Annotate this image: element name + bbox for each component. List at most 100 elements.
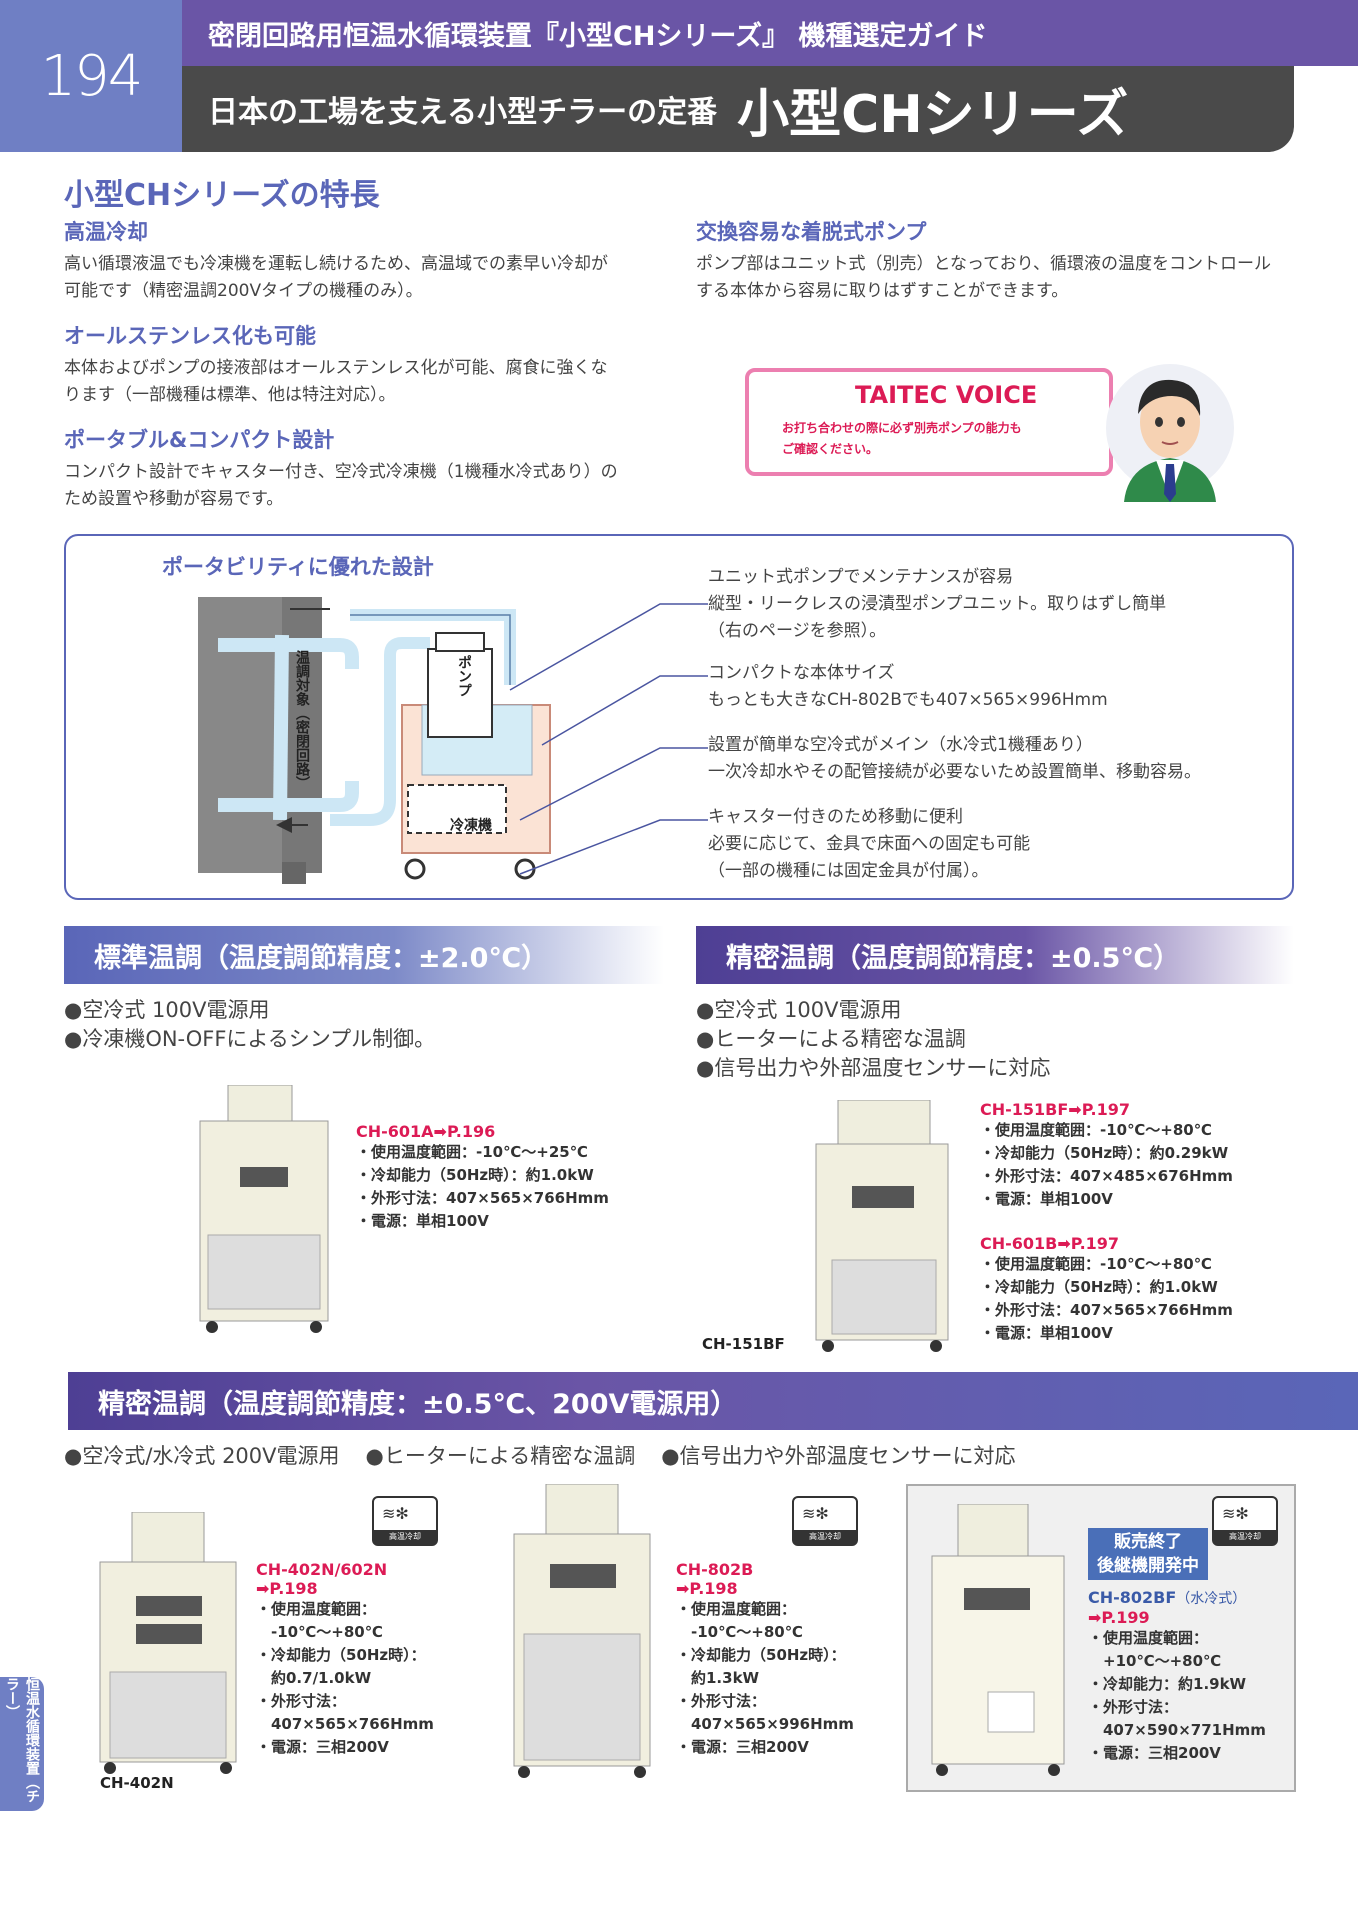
bullet: ●信号出力や外部温度センサーに対応 [696, 1056, 1051, 1080]
bullet: ●ヒーターによる精密な温調 [696, 1027, 966, 1051]
spec-list: ・使用温度範囲：-10℃〜+25℃ ・冷却能力（50Hz時）：約1.0kW ・外… [356, 1141, 609, 1233]
features-title: 小型CHシリーズの特長 [64, 178, 380, 213]
callout-line: ユニット式ポンプでメンテナンスが容易 [708, 567, 1014, 587]
ch-802bf-info: CH-802BF（水冷式） ➡P.199 ・使用温度範囲： +10℃〜+80℃ … [1088, 1588, 1266, 1765]
spec-line: 約0.7/1.0kW [256, 1669, 372, 1687]
feature-line: コンパクト設計でキャスター付き、空冷式冷凍機（1機種水冷式あり）の [64, 462, 618, 482]
spec-line: ・冷却能力（50Hz時）： [256, 1646, 426, 1664]
ch-151bf-caption: CH-151BF [702, 1335, 785, 1353]
callout-line: もっとも大きなCH-802Bでも407×565×996Hmm [708, 690, 1108, 710]
model-name-suffix: （水冷式） [1176, 1591, 1247, 1607]
spec-line: ・電源：三相200V [256, 1738, 389, 1756]
standard-title: 標準温調（温度調節精度：±2.0℃） [64, 926, 664, 984]
standard-bullets: ●空冷式 100V電源用 ●冷凍機ON-OFFによるシンプル制御。 [64, 996, 435, 1054]
pump-unit [427, 648, 493, 738]
spec-line: -10℃〜+80℃ [256, 1623, 383, 1641]
spec-line: 約1.3kW [676, 1669, 760, 1687]
high-temp-cooling-icon: ≋✻ 高温冷却 [1212, 1496, 1278, 1546]
spec-line: ・外形寸法：407×565×766Hmm [980, 1301, 1233, 1319]
model-page-ref: ➡P.198 [676, 1579, 738, 1598]
spec-line: ・外形寸法： [1088, 1698, 1179, 1716]
feature-text: ポンプ部はユニット式（別売）となっており、循環液の温度をコントロール する本体か… [696, 251, 1316, 305]
diagram-label-refrigerator: 冷凍機 [450, 818, 492, 834]
callout-line: コンパクトな本体サイズ [708, 663, 895, 683]
high-temp-cooling-icon: ≋✻ 高温冷却 [372, 1496, 438, 1546]
feature-heading: 交換容易な着脱式ポンプ [696, 220, 927, 244]
spec-line: ・冷却能力（50Hz時）： [676, 1646, 846, 1664]
header-main: 日本の工場を支える小型チラーの定番 小型CHシリーズ [182, 66, 1294, 152]
ch-601b-info: CH-601B➡P.197 ・使用温度範囲：-10℃〜+80℃ ・冷却能力（50… [980, 1234, 1233, 1345]
precision-bullets: ●空冷式 100V電源用 ●ヒーターによる精密な温調 ●信号出力や外部温度センサ… [696, 996, 1050, 1083]
feature-portable: ポータブル&コンパクト設計 コンパクト設計でキャスター付き、空冷式冷凍機（1機種… [64, 424, 664, 513]
spec-line: ・使用温度範囲：-10℃〜+25℃ [356, 1143, 588, 1161]
header-top-title: 密閉回路用恒温水循環装置『小型CHシリーズ』 機種選定ガイド [182, 0, 1358, 66]
spec-line: ・使用温度範囲： [1088, 1629, 1209, 1647]
feature-heading: ポータブル&コンパクト設計 [64, 428, 335, 452]
voice-line: ご確認ください。 [782, 442, 879, 456]
model-page-ref: ➡P.199 [1088, 1608, 1150, 1627]
ch-601a-product-photo [199, 1085, 329, 1333]
page-number: 194 [0, 0, 182, 152]
feature-text: 本体およびポンプの接液部はオールステンレス化が可能、腐食に強くな ります（一部機… [64, 355, 664, 409]
callout-line: 必要に応じて、金具で床面への固定も可能 [708, 834, 1031, 854]
spec-line: 407×565×996Hmm [676, 1715, 854, 1733]
bullet: ●空冷式 100V電源用 [64, 998, 270, 1022]
callout-line: キャスター付きのため移動に便利 [708, 807, 963, 827]
refrigerator-unit [407, 784, 507, 834]
spec-line: 407×565×766Hmm [256, 1715, 434, 1733]
spec-line: ・電源：単相100V [980, 1190, 1113, 1208]
spec-line: ・冷却能力（50Hz時）：約0.29kW [980, 1144, 1229, 1162]
spec-list: ・使用温度範囲： +10℃〜+80℃ ・冷却能力：約1.9kW ・外形寸法： 4… [1088, 1627, 1266, 1765]
callout-line: （右のページを参照）。 [708, 621, 887, 641]
spec-line: ・使用温度範囲：-10℃〜+80℃ [980, 1121, 1212, 1139]
feature-text: コンパクト設計でキャスター付き、空冷式冷凍機（1機種水冷式あり）の ため設置や移… [64, 459, 664, 513]
callout-line: 一次冷却水やその配管接続が必要ないため設置簡単、移動容易。 [708, 762, 1201, 782]
bullet: ●ヒーターによる精密な温調 [365, 1444, 636, 1468]
ch-802b-info: CH-802B ➡P.198 ・使用温度範囲： -10℃〜+80℃ ・冷却能力（… [676, 1560, 854, 1759]
side-index-tab[interactable]: 恒温水循環装置（チラー） [0, 1677, 44, 1811]
model-name-wrap: CH-802BF（水冷式） [1088, 1588, 1266, 1608]
feature-line: ため設置や移動が容易です。 [64, 489, 284, 509]
spec-line: ・使用温度範囲：-10℃〜+80℃ [980, 1255, 1212, 1273]
voice-line: お打ち合わせの際に必ず別売ポンプの能力も [782, 421, 1022, 435]
portability-box [64, 534, 1294, 900]
header-subtitle: 日本の工場を支える小型チラーの定番 [208, 95, 718, 130]
feature-line: ります（一部機種は標準、他は特注対応）。 [64, 385, 396, 405]
precision-title: 精密温調（温度調節精度：±0.5℃） [696, 926, 1294, 984]
portability-title: ポータビリティに優れた設計 [162, 555, 434, 579]
spec-list: ・使用温度範囲： -10℃〜+80℃ ・冷却能力（50Hz時）： 約1.3kW … [676, 1598, 854, 1759]
callout-leader-lines [509, 603, 708, 875]
spec-line: ・冷却能力（50Hz時）：約1.0kW [356, 1166, 594, 1184]
spec-line: ・外形寸法：407×565×766Hmm [356, 1189, 609, 1207]
spec-line: ・電源：三相200V [676, 1738, 809, 1756]
model-name: CH-802B [676, 1560, 754, 1579]
spec-line: ・外形寸法：407×485×676Hmm [980, 1167, 1233, 1185]
spec-line: ・電源：三相200V [1088, 1744, 1221, 1762]
ch-601a-info: CH-601A➡P.196 ・使用温度範囲：-10℃〜+25℃ ・冷却能力（50… [356, 1122, 609, 1233]
callout-size: コンパクトな本体サイズ もっとも大きなCH-802Bでも407×565×996H… [708, 660, 1108, 714]
diagram-label-pump: ポンプ [456, 655, 472, 697]
ch-802b-product-photo [513, 1484, 651, 1778]
feature-line: 本体およびポンプの接液部はオールステンレス化が可能、腐食に強くな [64, 358, 608, 378]
voice-text: お打ち合わせの際に必ず別売ポンプの能力も ご確認ください。 [782, 418, 1022, 460]
precision200-title: 精密温調（温度調節精度：±0.5℃、200V電源用） [68, 1372, 1358, 1430]
badge-line: 後継機開発中 [1097, 1556, 1199, 1576]
ch-402n-caption: CH-402N [100, 1774, 174, 1792]
feature-high-temp: 高温冷却 高い循環液温でも冷凍機を運転し続けるため、高温域での素早い冷却が 可能… [64, 216, 664, 305]
ch-402n-info: CH-402N/602N ➡P.198 ・使用温度範囲： -10℃〜+80℃ ・… [256, 1560, 434, 1759]
bullet: ●冷凍機ON-OFFによるシンプル制御。 [64, 1027, 436, 1051]
high-temp-cooling-icon: ≋✻ 高温冷却 [792, 1496, 858, 1546]
spec-list: ・使用温度範囲：-10℃〜+80℃ ・冷却能力（50Hz時）：約0.29kW ・… [980, 1119, 1233, 1211]
feature-stainless: オールステンレス化も可能 本体およびポンプの接液部はオールステンレス化が可能、腐… [64, 320, 664, 409]
target-pipe [218, 638, 359, 812]
callout-line: 縦型・リークレスの浸漬型ポンプユニット。取りはずし簡単 [708, 594, 1167, 614]
discontinued-badge: 販売終了 後継機開発中 [1088, 1528, 1208, 1580]
spec-list: ・使用温度範囲：-10℃〜+80℃ ・冷却能力（50Hz時）：約1.0kW ・外… [980, 1253, 1233, 1345]
ch-802bf-product-photo [931, 1504, 1065, 1776]
model-name: CH-601A➡P.196 [356, 1122, 496, 1141]
spec-line: +10℃〜+80℃ [1088, 1652, 1222, 1670]
model-name: CH-601B➡P.197 [980, 1234, 1120, 1253]
spec-line: ・外形寸法： [676, 1692, 767, 1710]
spec-list: ・使用温度範囲： -10℃〜+80℃ ・冷却能力（50Hz時）： 約0.7/1.… [256, 1598, 434, 1759]
spec-line: -10℃〜+80℃ [676, 1623, 803, 1641]
